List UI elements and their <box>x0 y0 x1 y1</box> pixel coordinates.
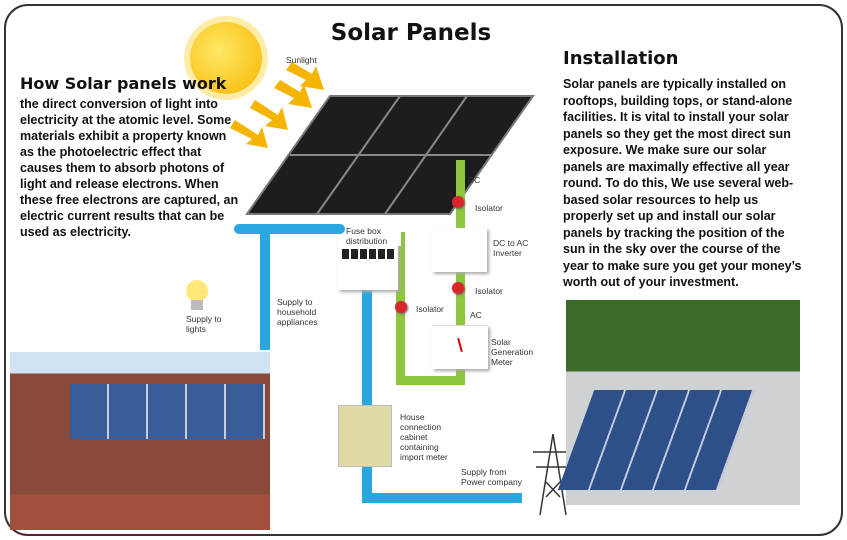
meter-label: Solar Generation Meter <box>491 337 534 367</box>
house-roof-photo <box>10 352 270 530</box>
installation-text: Solar panels are typically installed on … <box>563 77 802 289</box>
rooftop-install-photo <box>557 300 800 505</box>
green-pipe-dc <box>456 160 465 385</box>
green-pipe-bottom <box>396 376 465 385</box>
power-company-label: Supply from Power company <box>461 467 522 487</box>
sunlight-label: Sunlight <box>286 55 317 65</box>
connection-cabinet <box>338 405 392 467</box>
cabinet-label: House connection cabinet containing impo… <box>400 412 448 462</box>
blue-pipe-top <box>234 224 345 234</box>
isolator-label-2: Isolator <box>475 286 503 296</box>
generation-meter <box>432 325 488 369</box>
fuse-box-label: Fuse box distribution <box>346 226 401 246</box>
fuse-box <box>338 240 398 290</box>
blue-pipe-appliances <box>260 224 270 350</box>
installation-heading: Installation <box>563 48 679 69</box>
isolator-label-3: Isolator <box>416 304 444 314</box>
blue-pipe-bottom <box>362 493 522 503</box>
inverter-label: DC to AC Inverter <box>493 238 529 258</box>
how-it-works-heading: How Solar panels work <box>20 74 227 93</box>
how-it-works-text: the direct conversion of light into elec… <box>20 97 239 239</box>
isolator-icon <box>452 196 464 208</box>
bulb-base <box>191 300 203 310</box>
solar-panel-image <box>245 95 535 215</box>
isolator-label-1: Isolator <box>475 203 503 213</box>
sunlight-arrows-icon <box>230 62 324 148</box>
appliances-label: Supply to household appliances <box>277 297 318 327</box>
isolator-icon <box>395 301 407 313</box>
isolator-icon <box>452 282 464 294</box>
power-pylon-icon <box>533 433 573 516</box>
inverter-box <box>432 228 487 272</box>
ac-label: AC <box>470 310 482 320</box>
blue-pipe-grid <box>362 280 372 502</box>
dc-label: DC <box>468 175 481 185</box>
sun-icon <box>190 22 262 94</box>
lights-label: Supply to lights <box>186 314 222 334</box>
light-bulb-icon <box>186 280 208 302</box>
page-frame <box>4 4 843 536</box>
page-title: Solar Panels <box>330 20 492 46</box>
